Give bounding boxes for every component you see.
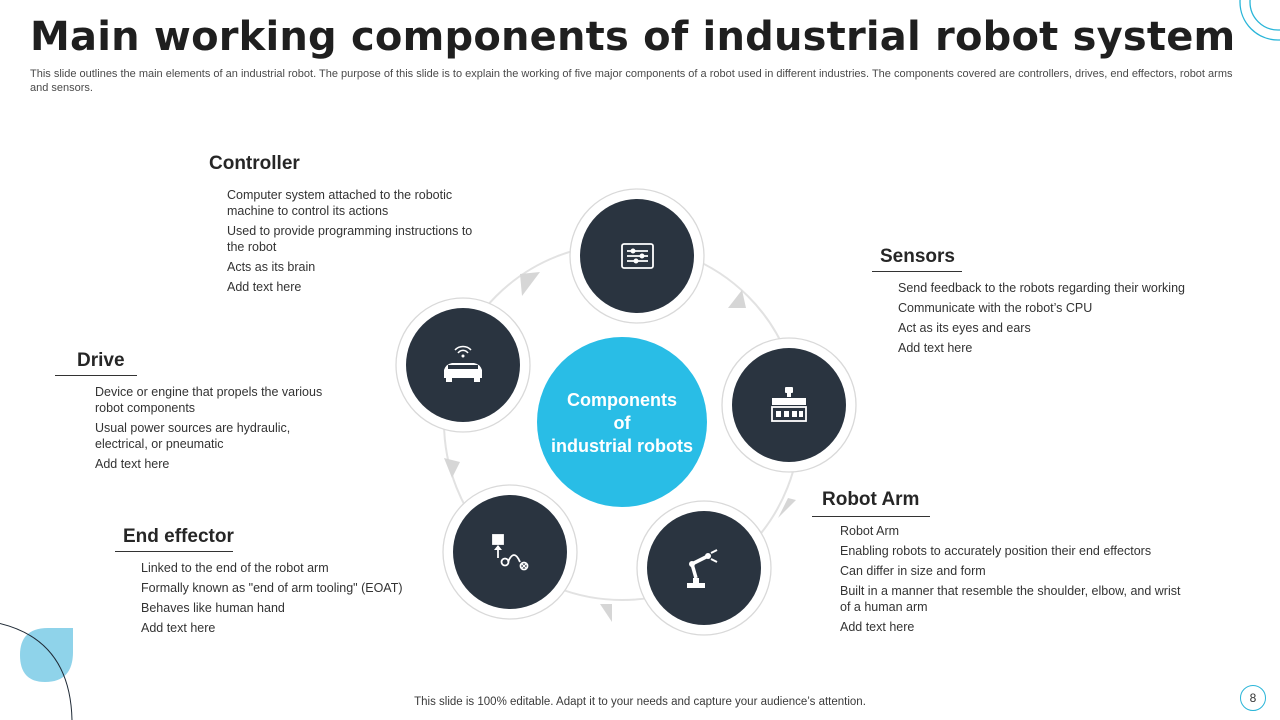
list-item: Send feedback to the robots regarding th…: [898, 281, 1185, 295]
center-circle: [537, 337, 707, 507]
center-line-3: industrial robots: [550, 435, 693, 456]
end-effector-bullets: Linked to the end of the robot arm Forma…: [141, 560, 431, 640]
list-item: Usual power sources are hydraulic, elect…: [95, 421, 291, 451]
list-item: Robot Arm: [840, 524, 900, 538]
end-effector-underline: [115, 551, 233, 552]
drive-bullets: Device or engine that propels the variou…: [95, 384, 345, 476]
list-item: Behaves like human hand: [141, 601, 285, 615]
sensor-factory-icon: [771, 387, 807, 422]
robot-arm-icon: [687, 549, 718, 588]
cycle-arrow: [600, 604, 612, 622]
sensors-heading: Sensors: [880, 246, 955, 267]
page-number: 8: [1240, 685, 1266, 711]
list-item: Acts as its brain: [227, 260, 316, 274]
list-item: Act as its eyes and ears: [898, 321, 1031, 335]
cycle-arrow: [444, 458, 460, 478]
center-line-2: of: [613, 412, 631, 433]
list-item: Formally known as "end of arm tooling" (…: [141, 581, 403, 595]
page-subtitle: This slide outlines the main elements of…: [30, 68, 1233, 94]
node-drive: [395, 297, 531, 433]
cycle-arrow: [778, 498, 796, 518]
list-item: Add text here: [95, 457, 170, 471]
node-controller: [569, 188, 705, 324]
car-icon: [444, 345, 482, 382]
sensors-bullets: Send feedback to the robots regarding th…: [898, 280, 1228, 360]
list-item: Communicate with the robot’s CPU: [898, 301, 1093, 315]
end-effector-heading: End effector: [123, 526, 234, 547]
list-item: Add text here: [141, 621, 216, 635]
robot-arm-bullets: Robot Arm Enabling robots to accurately …: [840, 523, 1185, 639]
cycle-arrow: [520, 272, 540, 296]
controller-bullets: Computer system attached to the robotic …: [227, 187, 492, 299]
list-item: Add text here: [840, 620, 915, 634]
drive-underline: [55, 375, 137, 376]
list-item: Add text here: [898, 341, 973, 355]
center-label: Components of industrial robots: [537, 338, 707, 508]
page-title: Main working components of industrial ro…: [30, 14, 1236, 60]
list-item: Used to provide programming instructions…: [227, 224, 473, 254]
list-item: Linked to the end of the robot arm: [141, 561, 329, 575]
node-sensors: [721, 337, 857, 473]
list-item: Enabling robots to accurately position t…: [840, 544, 1152, 558]
list-item: Device or engine that propels the variou…: [95, 385, 323, 415]
robot-arm-underline: [812, 516, 930, 517]
node-end-effector: [442, 484, 578, 620]
node-robot-arm: [636, 500, 772, 636]
footer-note: This slide is 100% editable. Adapt it to…: [414, 696, 866, 708]
cycle-arrow: [728, 290, 746, 308]
robot-arm-heading: Robot Arm: [822, 489, 920, 510]
list-item: Can differ in size and form: [840, 564, 986, 578]
list-item: Built in a manner that resemble the shou…: [840, 584, 1181, 614]
control-panel-icon: [621, 243, 654, 269]
list-item: Computer system attached to the robotic …: [227, 188, 453, 218]
pick-place-icon: [492, 534, 529, 571]
sensors-underline: [872, 271, 962, 272]
drive-heading: Drive: [77, 350, 125, 371]
center-line-1: Components: [567, 389, 677, 410]
list-item: Add text here: [227, 280, 302, 294]
controller-heading: Controller: [209, 153, 300, 174]
